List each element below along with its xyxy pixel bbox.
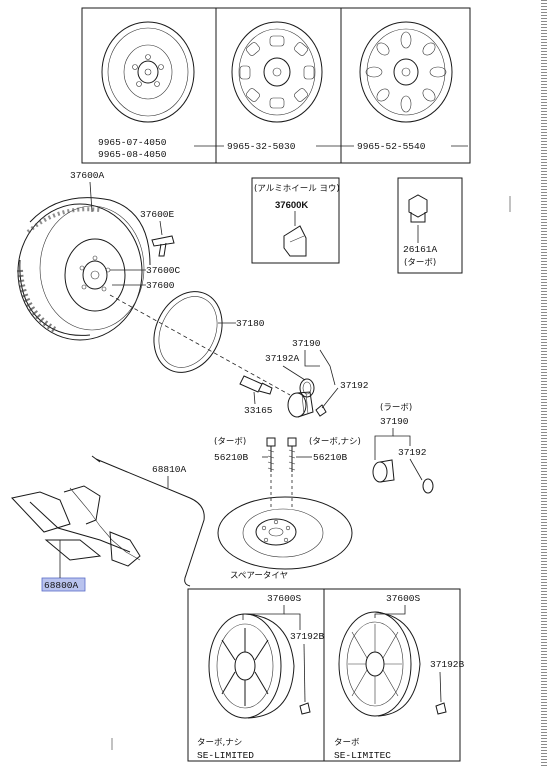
nut-box [397, 177, 463, 274]
turbo-note-2: (ターボ,ナシ) [309, 437, 361, 447]
steel-wheel-icon[interactable] [101, 21, 195, 123]
callout-trim-ring[interactable]: 37180 [236, 318, 265, 329]
callout-ornament-clip[interactable]: 37192 [398, 447, 427, 458]
part-number-wheel-c[interactable]: 9965-32-5030 [227, 141, 296, 152]
callout-cap-ring[interactable]: 37192A [265, 353, 300, 364]
callout-bolt-1[interactable]: 56210B [214, 452, 249, 463]
spare-tire-label: スペアータイヤ [230, 571, 288, 581]
cap-clip-icon [315, 404, 327, 417]
bottom-wheel-box [187, 588, 461, 762]
callout-handle[interactable]: 68810A [152, 464, 187, 475]
callout-wheel[interactable]: 37600 [146, 280, 175, 291]
part-number-wheel-d[interactable]: 9965-52-5540 [357, 141, 426, 152]
turbo-note-1: (ターボ) [214, 437, 246, 447]
callout-ornament[interactable]: 37190 [380, 416, 409, 427]
callout-cap[interactable]: 37190 [292, 338, 321, 349]
top-wheel-box: 9965-07-4050 9965-08-4050 9965-32-5030 9… [81, 7, 471, 164]
callout-wheel-cap[interactable]: 37600K [275, 200, 308, 211]
part-number-wheel-a[interactable]: 9965-07-4050 [98, 137, 167, 148]
ornament-clip-icon [422, 478, 434, 494]
ornament-icon [372, 459, 395, 483]
clip-icon-right [435, 702, 447, 715]
page-edge-border [541, 0, 547, 768]
callout-valve[interactable]: 33165 [244, 405, 273, 416]
bottom-left-note: ターボ,ナシ [197, 738, 242, 748]
callout-nut[interactable]: 26161A [403, 244, 438, 255]
callout-bottom-left-clip[interactable]: 37192B [290, 631, 325, 642]
callout-jack[interactable]: 68800A [44, 580, 79, 591]
valve-icon [239, 375, 273, 395]
bolt-icon-2 [287, 437, 297, 472]
mesh-wheel-icon[interactable] [338, 611, 421, 717]
alloy-wheel-note: (アルミホイール ヨウ) [254, 184, 340, 194]
jack-icon [11, 485, 141, 567]
cap-ring-icon [299, 378, 315, 398]
nut-note: (ターボ) [404, 258, 436, 268]
jack-handle-icon [91, 455, 205, 587]
bottom-right-note: ターボ [334, 738, 360, 748]
bolt-icon [266, 437, 276, 472]
ornament-note: (ラーボ) [380, 403, 412, 413]
bottom-right-grade: SE-LIMITEC [334, 750, 391, 761]
bottom-left-grade: SE-LIMITED [197, 750, 254, 761]
spare-tire-icon [217, 496, 353, 570]
jack-part-highlight [41, 577, 86, 592]
callout-bolt-2[interactable]: 56210B [313, 452, 348, 463]
callout-bottom-left-part[interactable]: 37600S [267, 593, 302, 604]
alloy-spoke-wheel-icon[interactable] [208, 613, 295, 719]
clip-icon-left [299, 702, 311, 715]
callout-wheel-disc[interactable]: 37600C [146, 265, 181, 276]
tire-assembly [17, 197, 151, 341]
callout-tire-assy[interactable]: 37600A [70, 170, 105, 181]
wheel-cap-icon [287, 391, 314, 418]
callout-bottom-right-part[interactable]: 37600S [386, 593, 421, 604]
trim-ring-icon [153, 291, 223, 373]
slotted-wheel-icon[interactable] [231, 21, 323, 123]
callout-tire-valve[interactable]: 37600E [140, 209, 175, 220]
tire-valve-icon [151, 235, 175, 257]
vented-wheel-icon[interactable] [359, 21, 453, 123]
callout-cap-clip[interactable]: 37192 [340, 380, 369, 391]
callout-bottom-right-clip[interactable]: 37192B [430, 659, 465, 670]
part-number-wheel-b[interactable]: 9965-08-4050 [98, 149, 167, 160]
alloy-cap-box [251, 177, 340, 264]
